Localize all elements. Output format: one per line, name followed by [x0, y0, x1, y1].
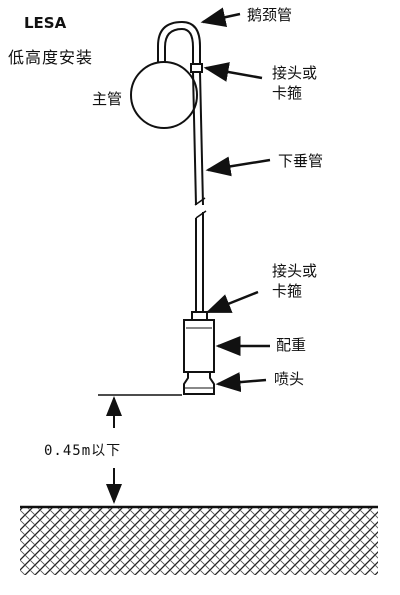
- nozzle-label: 喷头: [274, 370, 305, 388]
- gooseneck-label: 鹅颈管: [247, 6, 293, 24]
- upper-coupling: [190, 63, 203, 73]
- lower-coupling: [191, 311, 208, 321]
- drop-pipe-arrow: [205, 156, 271, 177]
- height-dimension-label: 0.45m以下: [44, 443, 122, 459]
- lower-coupling-label-line2: 卡箍: [272, 282, 303, 300]
- diagram-subtitle: 低高度安装: [8, 48, 94, 67]
- drop-pipe-upper: [192, 71, 204, 206]
- gooseneck-arrow: [200, 7, 241, 28]
- main-pipe-label: 主管: [92, 90, 123, 108]
- main-pipe-circle: [130, 61, 198, 129]
- upper-coupling-label-line1: 接头或: [272, 64, 318, 82]
- weight-label: 配重: [276, 336, 307, 354]
- lower-coupling-arrow: [205, 290, 259, 314]
- drop-pipe-label: 下垂管: [278, 152, 324, 170]
- diagram-title: LESA: [24, 14, 67, 32]
- lower-coupling-label-line1: 接头或: [272, 262, 318, 280]
- gooseneck-pipe: [157, 20, 201, 64]
- nozzle-arrow: [215, 372, 267, 393]
- weight-body: [183, 319, 215, 373]
- ground-hatch: [20, 507, 378, 575]
- upper-coupling-label-line2: 卡箍: [272, 84, 303, 102]
- upper-coupling-arrow: [203, 62, 263, 82]
- nozzle-body: [183, 371, 215, 395]
- drop-pipe-lower: [195, 212, 204, 312]
